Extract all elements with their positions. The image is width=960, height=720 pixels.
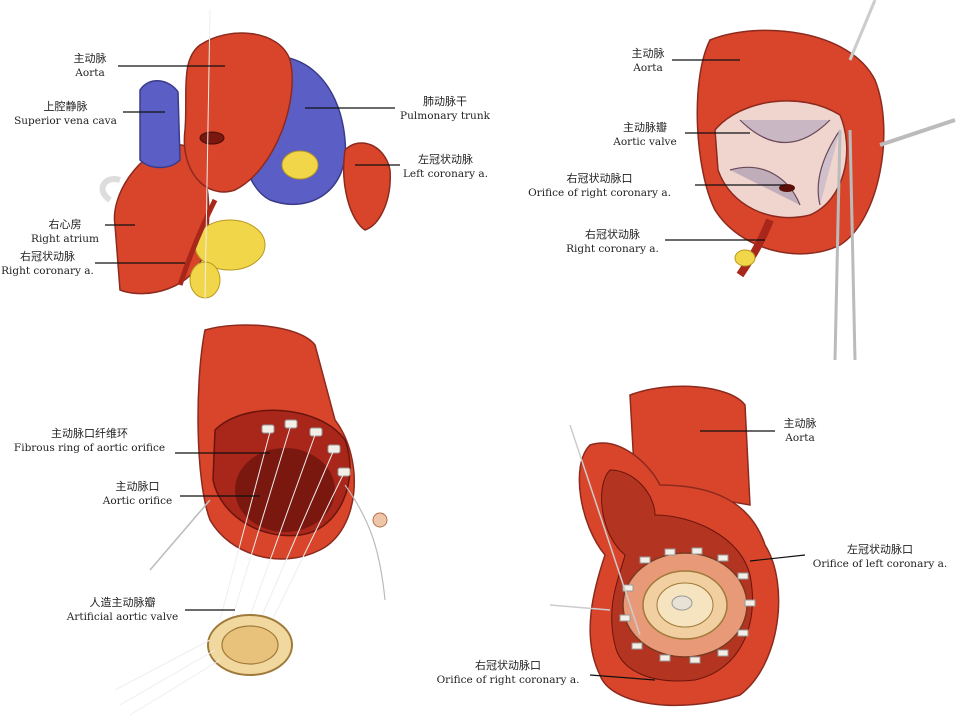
heart-illustration — [95, 9, 400, 301]
aortic-valve-illustration — [665, 0, 956, 361]
artificial-valve-illustration — [114, 324, 388, 716]
seated-valve-illustration — [549, 385, 806, 707]
